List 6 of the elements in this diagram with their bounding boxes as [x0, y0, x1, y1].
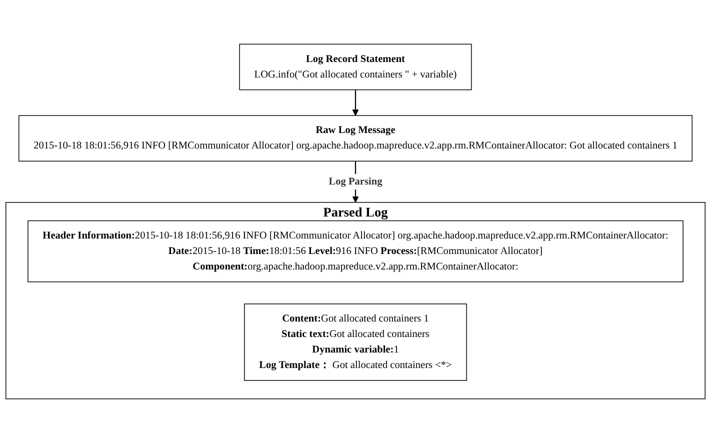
node-box: Header Information:2015-10-18 18:01:56,916 INFO [RMCommunicator Allocator] org.apache.hadoop.mapreduce.v2.app.rm.RMContainerAllocator: Date:2015-10-18 Time:18:01:56 Level:916 INFO Process:[RMCommunicator Allocator] Component:org.apache.hadoop.mapreduce.v2.app.rm.RMContainerAllocator: [28, 220, 684, 282]
node-box: Content:Got allocated containers 1 Static text:Got allocated containers Dynamic variable:1 Log Template： Got allocated containers <*> [244, 304, 467, 381]
node-box: Raw Log Message 2015-10-18 18:01:56,916 INFO [RMCommunicator Allocator] org.apache.hadoop.mapreduce.v2.app.rm.RMContainerAllocator: Got allocated containers 1 [18, 115, 692, 162]
arrow [352, 90, 359, 116]
edge-label: Log Parsing [328, 176, 382, 188]
node-box: Log Record Statement LOG.info("Got allocated containers " + variable) [239, 44, 472, 90]
